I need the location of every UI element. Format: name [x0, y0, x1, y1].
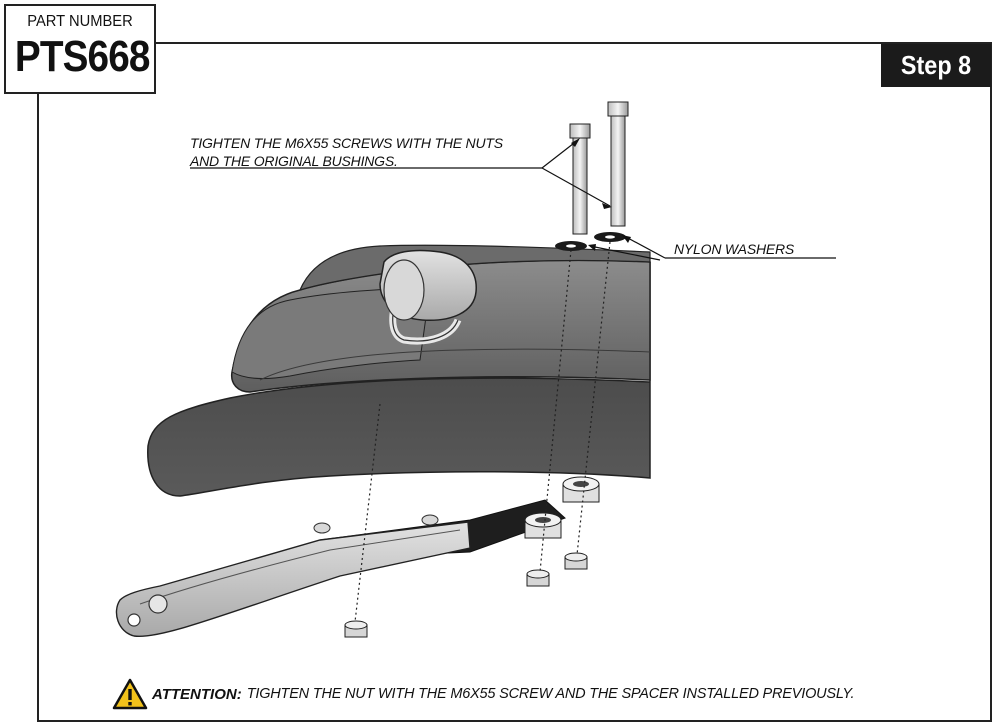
- part-number-label: PART NUMBER: [27, 13, 133, 30]
- nuts: [344, 552, 588, 638]
- attention-note: ATTENTION: TIGHTEN THE NUT WITH THE M6X5…: [112, 676, 855, 712]
- attention-label: ATTENTION: [152, 685, 237, 703]
- alignment-lines: [354, 241, 611, 623]
- washers-label: NYLON WASHERS: [674, 241, 795, 257]
- part-number-value: PTS668: [14, 32, 151, 81]
- spacers: [524, 476, 600, 539]
- screws-instruction: TIGHTEN THE M6X55 SCREWS WITH THE NUTS A…: [190, 134, 550, 170]
- leader-arrows: [571, 138, 631, 251]
- step-badge: Step 8: [881, 44, 991, 87]
- leader-lines: [190, 139, 836, 261]
- tail-light: [379, 249, 477, 345]
- attention-colon: :: [236, 685, 242, 703]
- attention-text: TIGHTEN THE NUT WITH THE M6X55 SCREW AND…: [246, 686, 855, 702]
- screws-instruction-line-2: AND THE ORIGINAL BUSHINGS.: [190, 153, 398, 169]
- instruction-frame: [37, 42, 992, 722]
- plate-bracket: [115, 499, 566, 638]
- step-label: Step 8: [900, 50, 972, 80]
- m6x55-screws: [569, 101, 629, 235]
- warning-triangle-icon: [112, 678, 148, 710]
- tail-section: [147, 244, 651, 497]
- nylon-washers: [555, 232, 626, 251]
- screws-instruction-line-1: TIGHTEN THE M6X55 SCREWS WITH THE NUTS: [190, 135, 503, 151]
- part-number-box: PART NUMBER PTS668: [4, 4, 156, 94]
